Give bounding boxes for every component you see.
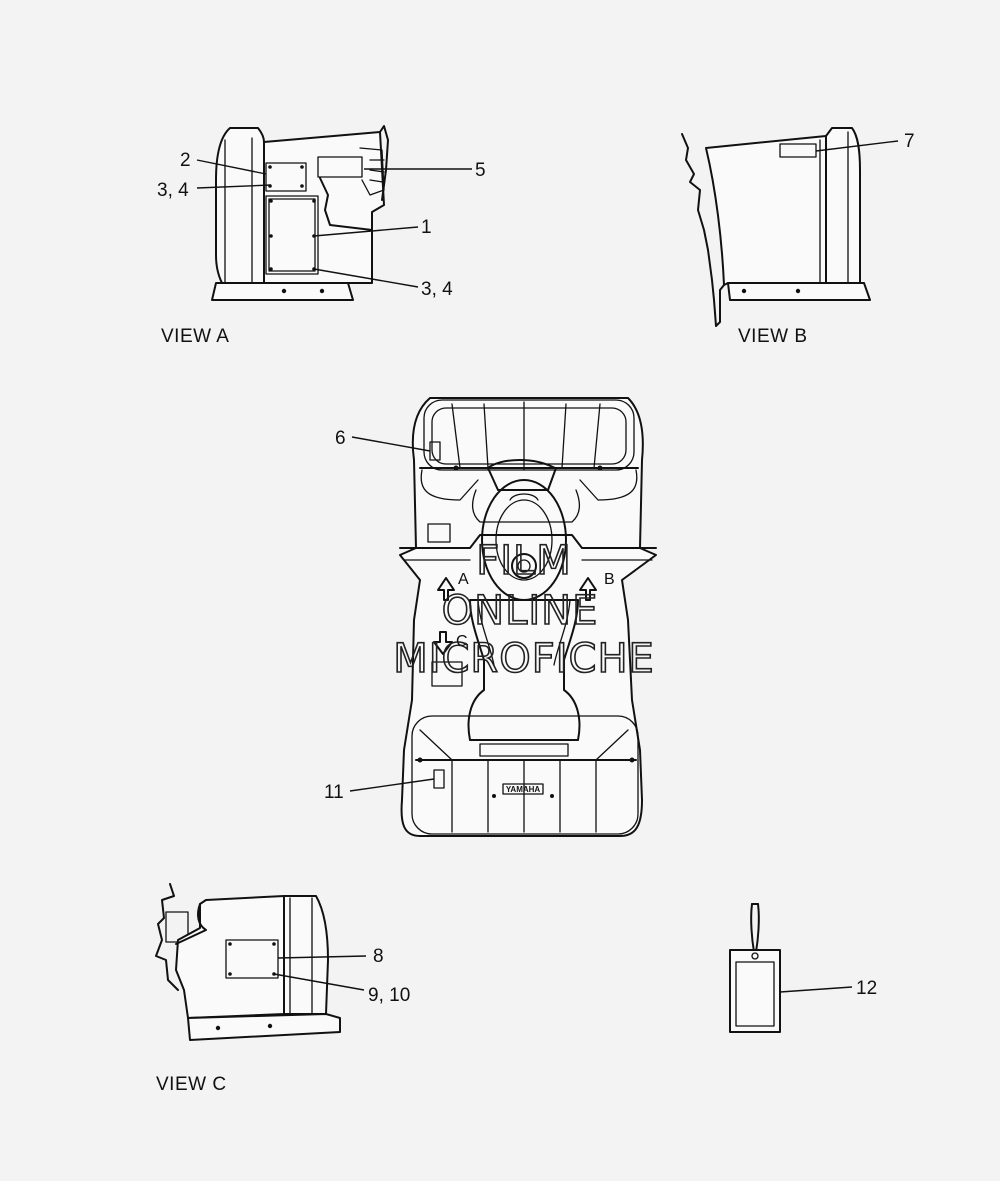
callout-2: 2: [180, 150, 191, 171]
top-view-drawing: YAMAHA: [399, 397, 657, 837]
tag-leader: [779, 986, 853, 993]
view-c-drawing: [155, 883, 341, 1041]
callout-numbers: 2 3, 4 5 1 3, 4 7 6 11 8 9, 10 12: [157, 131, 915, 1006]
brand-mark: YAMAHA: [506, 785, 541, 794]
view-labels: VIEW A VIEW B VIEW C: [156, 326, 808, 1095]
callout-3-4-bottom: 3, 4: [421, 279, 453, 300]
view-c-leaders: [273, 955, 367, 991]
callout-12: 12: [856, 978, 877, 999]
view-a-drawing: [211, 125, 389, 301]
watermark: FILM ONLINE MICROFICHE: [392, 537, 655, 683]
callout-7: 7: [904, 131, 915, 152]
callout-11: 11: [324, 782, 344, 803]
view-a-label: VIEW A: [161, 326, 229, 347]
callout-5: 5: [475, 160, 486, 181]
view-a-leaders: [196, 159, 472, 288]
watermark-line-2: ONLINE: [442, 588, 599, 634]
watermark-line-1: FILM: [476, 538, 572, 584]
callout-9-10: 9, 10: [368, 985, 410, 1006]
watermark-line-3: MICROFICHE: [393, 636, 655, 682]
callout-1: 1: [421, 217, 432, 238]
arrow-b-label: B: [604, 571, 615, 588]
arrow-a-label: A: [458, 571, 469, 588]
callout-3-4-top: 3, 4: [157, 180, 189, 201]
view-b-drawing: [681, 127, 871, 327]
view-b-leaders: [815, 140, 899, 152]
view-b-label: VIEW B: [738, 326, 808, 347]
callout-6: 6: [335, 428, 346, 449]
tag-drawing: [729, 903, 781, 1033]
callout-8: 8: [373, 946, 384, 967]
arrow-c-label: C: [456, 633, 468, 650]
top-view-leaders: [349, 436, 435, 792]
top-view-arrow-labels: A B C: [456, 571, 615, 650]
view-c-label: VIEW C: [156, 1074, 227, 1095]
